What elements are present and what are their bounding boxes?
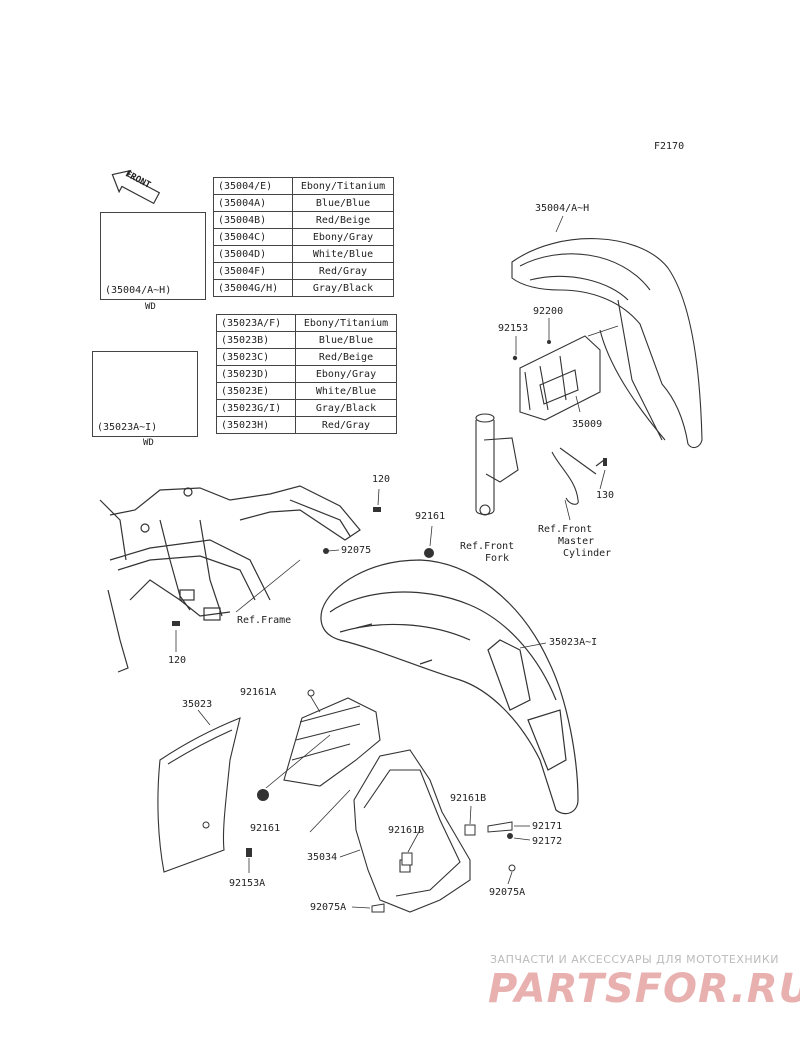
- label-120-top: 120: [372, 474, 391, 485]
- watermark-logo: PARTSFOR.RU: [488, 966, 800, 1012]
- label-35034: 35034: [307, 852, 338, 863]
- watermark-text: ЗАПЧАСТИ И АКСЕССУАРЫ ДЛЯ МОТОТЕХНИКИ: [490, 953, 779, 966]
- color-table-row: (35004/E)Ebony/Titanium: [213, 177, 394, 195]
- thumb-front-fender: (35004/A~H): [100, 212, 206, 300]
- label-92153: 92153: [498, 323, 529, 334]
- label-92161-mid: 92161: [250, 823, 281, 834]
- front-screws: [512, 340, 607, 466]
- label-92075: 92075: [341, 545, 372, 556]
- part-number-cell: (35004A): [213, 194, 293, 212]
- part-number-cell: (35023G/I): [216, 399, 296, 417]
- color-cell: Ebony/Gray: [292, 228, 394, 246]
- color-table-row: (35023A/F)Ebony/Titanium: [216, 314, 397, 332]
- label-35004: 35004/A~H: [535, 203, 590, 214]
- color-cell: Ebony/Titanium: [295, 314, 397, 332]
- color-cell: Red/Gray: [295, 416, 397, 434]
- label-ref-fork-1: Ref.Front: [460, 541, 515, 552]
- color-table-row: (35004F)Red/Gray: [213, 262, 394, 280]
- label-92161A: 92161A: [240, 687, 277, 698]
- front-arrow-icon: [111, 169, 161, 205]
- label-ref-master-2: Master: [558, 536, 595, 547]
- color-table-row: (35004B)Red/Beige: [213, 211, 394, 229]
- part-number-cell: (35023E): [216, 382, 296, 400]
- label-92161B-2: 92161B: [388, 825, 425, 836]
- label-92153A: 92153A: [229, 878, 266, 889]
- color-cell: Red/Gray: [292, 262, 394, 280]
- label-92172: 92172: [532, 836, 563, 847]
- color-cell: Red/Beige: [295, 348, 397, 366]
- color-table-row: (35023G/I)Gray/Black: [216, 399, 397, 417]
- thumb-front-caption: (35004/A~H): [105, 285, 172, 296]
- color-table-row: (35023B)Blue/Blue: [216, 331, 397, 349]
- label-92200: 92200: [533, 306, 564, 317]
- color-table-row: (35023H)Red/Gray: [216, 416, 397, 434]
- color-table-row: (35004G/H)Gray/Black: [213, 279, 394, 297]
- front-fender-color-table: (35004/E)Ebony/Titanium(35004A)Blue/Blue…: [213, 177, 394, 297]
- rear-fender-drawing: [320, 559, 579, 815]
- color-cell: Ebony/Gray: [295, 365, 397, 383]
- rear-fender-color-table: (35023A/F)Ebony/Titanium(35023B)Blue/Blu…: [216, 314, 397, 434]
- part-number-cell: (35023B): [216, 331, 296, 349]
- label-92161-top: 92161: [415, 511, 446, 522]
- color-table-row: (35004C)Ebony/Gray: [213, 228, 394, 246]
- color-cell: Gray/Black: [292, 279, 394, 297]
- part-number-cell: (35004/E): [213, 177, 293, 195]
- thumb-rear-wd: WD: [143, 438, 154, 448]
- label-130: 130: [596, 490, 615, 501]
- color-cell: Ebony/Titanium: [292, 177, 394, 195]
- part-number-cell: (35023D): [216, 365, 296, 383]
- color-table-row: (35023E)White/Blue: [216, 382, 397, 400]
- thumb-front-wd: WD: [145, 302, 156, 312]
- part-number-cell: (35004D): [213, 245, 293, 263]
- label-92161B-1: 92161B: [450, 793, 487, 804]
- color-table-row: (35004A)Blue/Blue: [213, 194, 394, 212]
- part-number-cell: (35023C): [216, 348, 296, 366]
- part-number-cell: (35023A/F): [216, 314, 296, 332]
- front-fork-drawing: [475, 413, 519, 516]
- frame-drawing: [99, 485, 361, 673]
- label-35023A: 35023A~I: [549, 637, 598, 648]
- color-cell: Blue/Blue: [292, 194, 394, 212]
- color-cell: Blue/Blue: [295, 331, 397, 349]
- master-cylinder-drawing: [551, 447, 605, 505]
- label-92171: 92171: [532, 821, 563, 832]
- label-120-bottom: 120: [168, 655, 187, 666]
- label-ref-fork-2: Fork: [485, 553, 510, 564]
- label-ref-master-3: Cylinder: [563, 548, 612, 559]
- part-number-cell: (35004B): [213, 211, 293, 229]
- label-35009: 35009: [572, 419, 603, 430]
- inner-fender-drawing: [283, 697, 471, 913]
- label-ref-master-1: Ref.Front: [538, 524, 593, 535]
- fender-bracket-drawing: [519, 335, 601, 421]
- rear-fender-grommet: [424, 548, 434, 558]
- color-table-row: (35023C)Red/Beige: [216, 348, 397, 366]
- label-ref-frame: Ref.Frame: [237, 615, 292, 626]
- thumb-rear-caption: (35023A~I): [97, 422, 158, 433]
- thumb-rear-fender: (35023A~I): [92, 351, 198, 437]
- part-number-cell: (35004G/H): [213, 279, 293, 297]
- part-number-cell: (35023H): [216, 416, 296, 434]
- front-fender-drawing: [511, 238, 703, 449]
- color-cell: White/Blue: [292, 245, 394, 263]
- part-number-cell: (35004C): [213, 228, 293, 246]
- color-cell: Gray/Black: [295, 399, 397, 417]
- color-cell: White/Blue: [295, 382, 397, 400]
- part-number-cell: (35004F): [213, 262, 293, 280]
- frame-bolts: [172, 507, 381, 626]
- color-cell: Red/Beige: [292, 211, 394, 229]
- diagram-code: F2170: [654, 141, 685, 152]
- label-35023: 35023: [182, 699, 213, 710]
- label-92075A-2: 92075A: [310, 902, 347, 913]
- color-table-row: (35004D)White/Blue: [213, 245, 394, 263]
- color-table-row: (35023D)Ebony/Gray: [216, 365, 397, 383]
- side-cover-drawing: [157, 717, 241, 873]
- label-92075A-1: 92075A: [489, 887, 526, 898]
